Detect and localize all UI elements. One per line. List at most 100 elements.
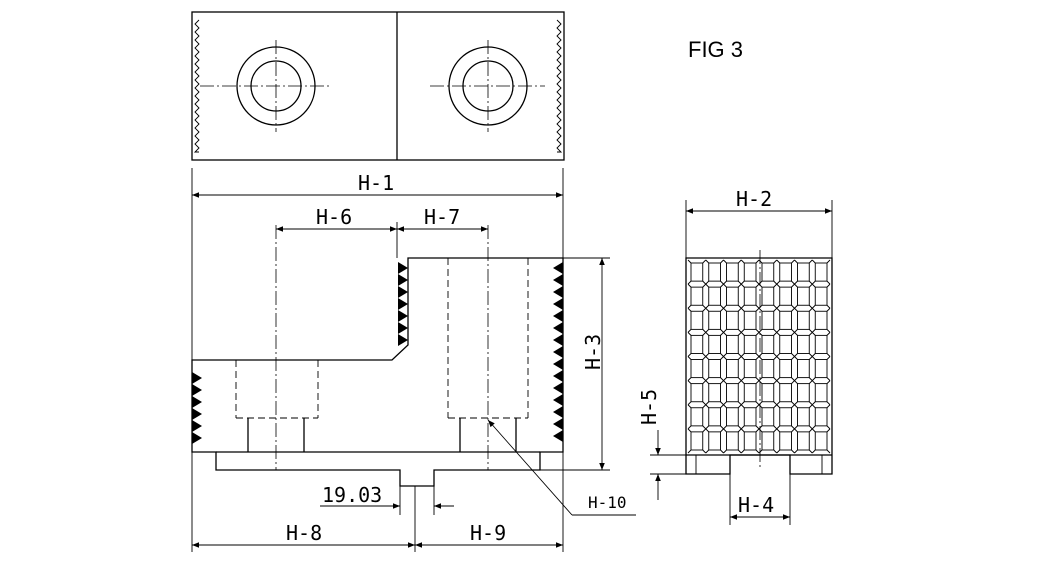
serration-bevel (737, 404, 742, 409)
serration-bevel (737, 449, 742, 454)
serration-bevel (811, 259, 816, 264)
serration-tooth (553, 286, 563, 298)
serration-bevel (705, 329, 710, 333)
serration-bevel (808, 283, 813, 288)
serration-cell (814, 310, 828, 330)
serration-cell (708, 286, 721, 306)
serration-bevel (811, 428, 816, 433)
serration-bevel (687, 377, 692, 381)
serration-bevel (758, 329, 763, 333)
serration-bevel (808, 332, 813, 336)
serration-cell (779, 383, 792, 403)
serration-tooth (398, 274, 408, 286)
serration-bevel (758, 449, 763, 454)
serration-bevel (687, 280, 692, 285)
serration-bevel (720, 307, 724, 312)
serration-cell (797, 286, 810, 306)
serration-bevel (737, 353, 742, 357)
serration-bevel (811, 425, 816, 430)
serration-cell (726, 431, 739, 451)
serration-bevel (687, 428, 692, 433)
serration-bevel (737, 377, 742, 381)
serration-bevel (826, 332, 831, 336)
serration-bevel (791, 304, 795, 309)
serration-cell (726, 286, 739, 306)
serration-bevel (702, 259, 707, 264)
figure-title: FIG 3 (688, 37, 743, 62)
top-view-serration-left (193, 19, 200, 153)
serration-bevel (776, 307, 781, 312)
serration-cell (814, 359, 828, 379)
serration-bevel (687, 356, 692, 360)
serration-bevel (811, 307, 816, 312)
serration-bevel (705, 353, 710, 357)
serration-cell (797, 359, 810, 379)
serration-bevel (758, 307, 763, 312)
serration-cell (743, 310, 757, 330)
serration-bevel (702, 449, 707, 454)
serration-bevel (705, 283, 710, 288)
serration-bevel (791, 377, 795, 381)
serration-bevel (811, 404, 816, 409)
serration-cell (761, 286, 775, 306)
serration-cell (779, 334, 792, 354)
serration-cell (743, 407, 757, 427)
serration-tooth (553, 322, 563, 334)
serration-tick (556, 19, 563, 153)
serration-bevel (794, 380, 798, 384)
serration-bevel (826, 428, 831, 433)
serration-bevel (737, 356, 742, 360)
serration-cell (761, 359, 775, 379)
serration-bevel (794, 283, 798, 288)
serration-bevel (773, 377, 778, 381)
serration-bevel (794, 356, 798, 360)
serration-cell (726, 359, 739, 379)
serration-bevel (740, 380, 745, 384)
serration-cell (690, 310, 704, 330)
h2-label: H-2 (736, 187, 772, 211)
serration-bevel (773, 329, 778, 333)
serration-bevel (755, 353, 760, 357)
serration-cell (779, 310, 792, 330)
serration-bevel (758, 401, 763, 406)
top-view-outline (191, 11, 565, 161)
serration-bevel (755, 307, 760, 312)
serration-bevel (776, 356, 781, 360)
serration-bevel (740, 332, 745, 336)
serration-cell (761, 431, 775, 451)
serration-bevel (705, 425, 710, 430)
serration-bevel (705, 377, 710, 381)
serration-bevel (687, 380, 692, 384)
serration-bevel (740, 259, 745, 264)
serration-bevel (758, 304, 763, 309)
serration-bevel (720, 329, 724, 333)
serration-cell (797, 262, 810, 282)
serration-cell (743, 431, 757, 451)
serration-bevel (740, 377, 745, 381)
serration-cell (708, 407, 721, 427)
serration-cell (761, 262, 775, 282)
leader-h10: H-10 (487, 419, 636, 516)
serration-bevel (740, 356, 745, 360)
serration-bevel (758, 280, 763, 285)
serration-bevel (755, 259, 760, 264)
serration-bevel (755, 425, 760, 430)
h5-label: H-5 (637, 389, 661, 425)
serration-bevel (811, 304, 816, 309)
serration-bevel (702, 380, 707, 384)
bolt-hole-right (430, 40, 545, 132)
serration-bevel (773, 356, 778, 360)
serration-bevel (808, 259, 813, 264)
serration-bevel (758, 332, 763, 336)
serration-tooth (553, 382, 563, 394)
dimension-h3: H-3 (540, 257, 610, 471)
serration-bevel (794, 332, 798, 336)
serration-bevel (773, 304, 778, 309)
serration-bevel (740, 304, 745, 309)
serration-bevel (794, 425, 798, 430)
serration-bevel (702, 304, 707, 309)
serration-bevel (687, 307, 692, 312)
serration-bevel (811, 449, 816, 454)
serration-bevel (758, 428, 763, 433)
